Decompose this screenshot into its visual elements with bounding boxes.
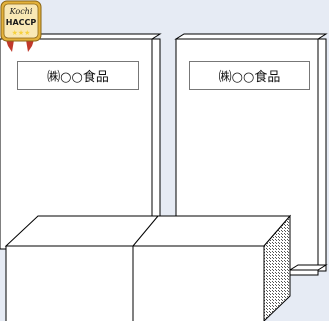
badge-top-text: Kochi	[9, 7, 33, 16]
package-label-left: ㈱○○食品	[17, 61, 139, 90]
haccp-certification-badge-icon: Kochi HACCP ★★★	[0, 0, 42, 52]
badge-stars: ★★★	[12, 29, 31, 37]
front-box	[4, 214, 292, 321]
package-label-right: ㈱○○食品	[189, 61, 310, 90]
badge-main-text: HACCP	[6, 18, 37, 27]
